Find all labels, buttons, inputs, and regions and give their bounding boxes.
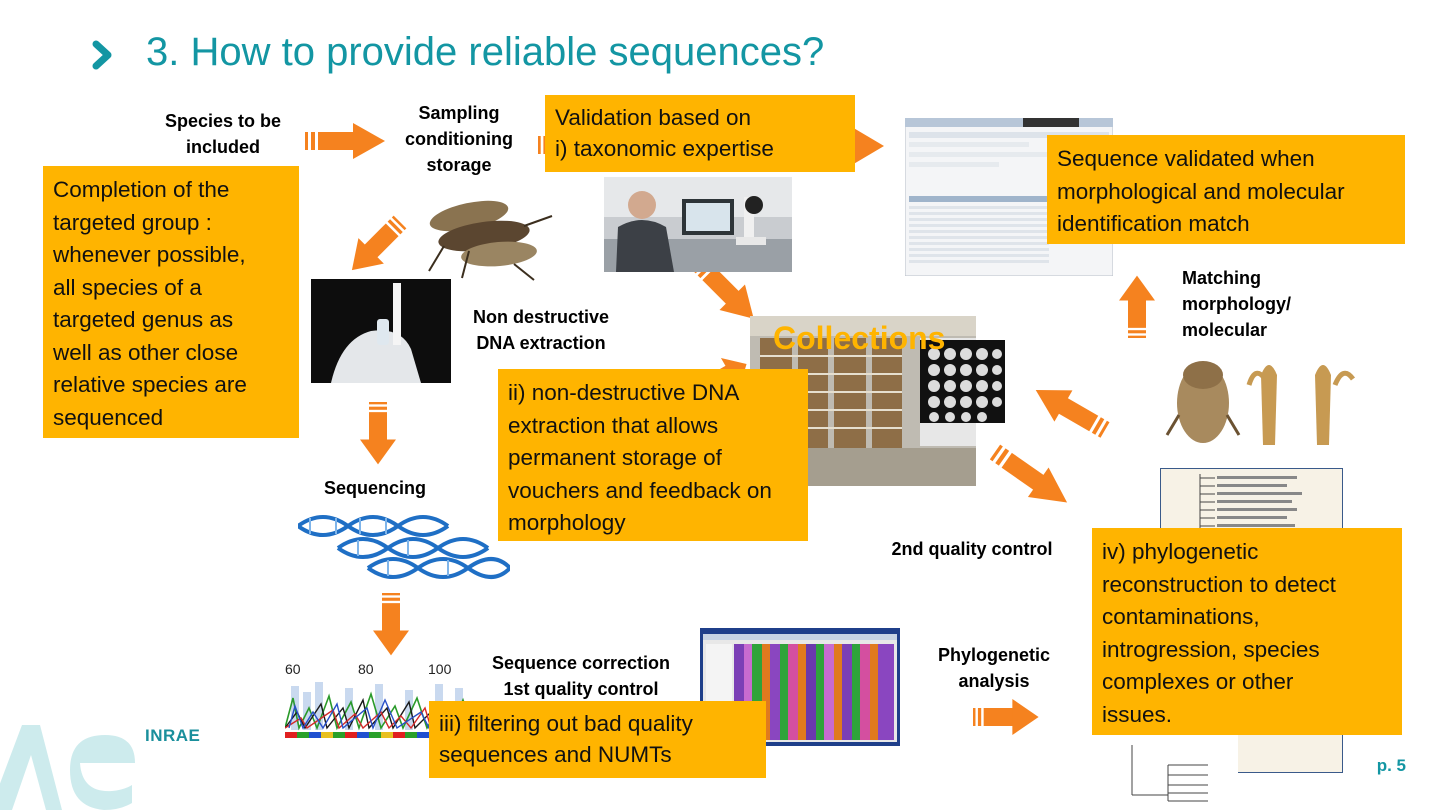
arrow-matching-up — [1119, 275, 1155, 338]
chevron-right-icon — [92, 40, 112, 70]
page-number: p. 5 — [1376, 756, 1406, 775]
slide-title: 3. How to provide reliable sequences? — [146, 30, 825, 74]
validated-box: Sequence validated when morphological an… — [1047, 135, 1405, 244]
arrow-sequencing-to-chromatogram — [373, 593, 409, 656]
second-qc-label: 2nd quality control — [891, 539, 1053, 559]
inrae-logo-text: INRAE — [145, 726, 201, 745]
sequencing-label: Sequencing — [323, 478, 426, 498]
phylogenetic-label: Phylogenetic analysis — [937, 645, 1051, 691]
arrow-phylogeny-to-collections — [1026, 374, 1114, 446]
filtering-box: iii) filtering out bad quality sequences… — [429, 701, 766, 778]
inrae-logo-shape — [0, 725, 135, 810]
alignment-software-screenshot — [700, 628, 900, 746]
leafhopper-specimens-image — [428, 200, 553, 281]
matching-label: Matching morphology/ molecular — [1182, 268, 1291, 340]
sequence-correction-label: Sequence correction 1st quality control — [491, 653, 671, 699]
completion-box: Completion of the targeted group : whene… — [43, 166, 299, 438]
validation-box: Validation based on i) taxonomic experti… — [545, 95, 855, 172]
dna-extraction-image — [311, 279, 451, 383]
vial-box-image — [920, 340, 1005, 423]
arrow-species-to-sampling — [305, 123, 385, 159]
arrow-extraction-to-sequencing — [360, 402, 396, 465]
taxonomist-microscope-image — [604, 177, 792, 272]
non-destructive-label: Non destructive DNA extraction — [472, 307, 610, 353]
chromatogram-tick-80: 80 — [358, 661, 374, 677]
collections-overlay-label: Collections — [773, 320, 946, 356]
arrow-sampling-to-extraction — [339, 209, 413, 283]
dna-helix-image — [298, 515, 510, 579]
specimen-morphology-image — [1165, 361, 1356, 445]
chromatogram-tick-100: 100 — [428, 661, 452, 677]
phylo-box: iv) phylogenetic reconstruction to detec… — [1092, 528, 1402, 735]
chromatogram-tick-60: 60 — [285, 661, 301, 677]
phylogenetic-tree-bottom-image — [1128, 735, 1238, 803]
sampling-label: Sampling conditioning storage — [405, 103, 513, 175]
nondestructive-box: ii) non-destructive DNA extraction that … — [498, 369, 808, 541]
arrow-analysis-to-tree — [973, 699, 1039, 735]
species-label: Species to be included — [164, 111, 282, 157]
arrow-collections-to-phylogeny — [984, 437, 1078, 518]
